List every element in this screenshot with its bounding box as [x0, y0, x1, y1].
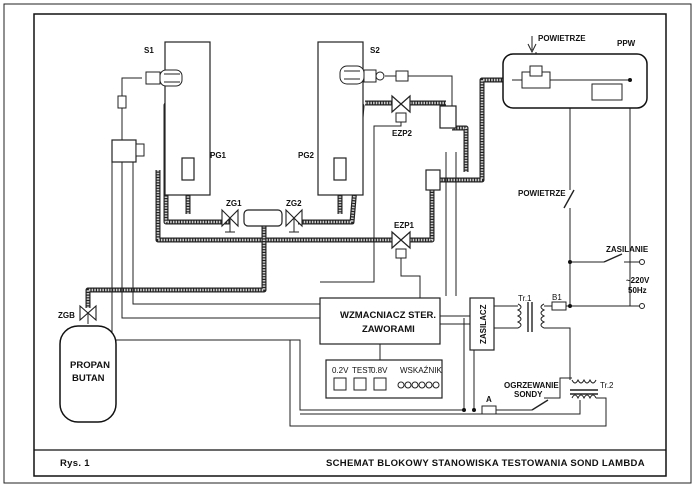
label-s2: S2 [370, 46, 380, 55]
valve-zg1 [221, 208, 239, 233]
burner-pg2 [333, 157, 347, 181]
label-butan: BUTAN [72, 373, 105, 384]
diagram-title: SCHEMAT BLOKOWY STANOWISKA TESTOWANIA SO… [326, 458, 645, 469]
fuse-b1 [551, 301, 567, 311]
power-supply [469, 297, 495, 351]
label-panel-02v: 0.2V [332, 366, 349, 375]
left-connector-block [111, 139, 137, 163]
valve-zgb [79, 304, 97, 324]
transformer-tr2 [570, 378, 598, 400]
lambda-probe-s1 [117, 69, 183, 109]
label-zgb: ZGB [58, 311, 75, 320]
transformer-tr1 [516, 302, 546, 332]
gas-manifold [243, 209, 283, 227]
label-frequency: 50Hz [628, 286, 647, 295]
label-pg1: PG1 [210, 151, 227, 160]
label-zg2: ZG2 [286, 199, 302, 208]
heater-switch [531, 399, 549, 411]
label-tr1: Tr.1 [518, 294, 532, 303]
label-wzmacniacz-1: WZMACNIACZ STER. [340, 310, 436, 321]
label-wzmacniacz-2: ZAWORAMI [362, 324, 415, 335]
lambda-probe-s2 [339, 65, 409, 85]
solenoid-valve-ezp2 [391, 94, 411, 123]
label-powietrze-top: POWIETRZE [538, 34, 586, 43]
label-zasilacz: ZASILACZ [479, 304, 488, 344]
indicator-panel [325, 359, 443, 399]
drawing-frame [33, 13, 667, 477]
outer-frame [3, 3, 692, 484]
label-pg2: PG2 [298, 151, 315, 160]
supply-switch [603, 253, 645, 309]
label-s1: S1 [144, 46, 154, 55]
label-panel-08v: 0.8V [371, 366, 388, 375]
ppw-chamber [502, 36, 648, 109]
air-switch [563, 189, 575, 209]
label-ezp2: EZP2 [392, 129, 413, 138]
burner-pg1 [181, 157, 195, 181]
junction-block-lower [425, 169, 441, 191]
label-ogrzewanie: OGRZEWANIE [504, 381, 559, 390]
label-tr2: Tr.2 [600, 381, 614, 390]
label-zg1: ZG1 [226, 199, 242, 208]
label-panel-test: TEST [352, 366, 373, 375]
solenoid-valve-ezp1 [391, 230, 411, 259]
propane-butane-tank [59, 325, 117, 423]
label-ezp1: EZP1 [394, 221, 415, 230]
label-b1: B1 [552, 293, 562, 302]
valve-control-amplifier [319, 297, 441, 345]
label-voltage: ~220V [626, 276, 650, 285]
valve-zg2 [285, 208, 303, 233]
junction-block-upper [439, 105, 457, 129]
fuse-a [481, 405, 497, 415]
figure-number: Rys. 1 [60, 458, 90, 469]
electrical-wiring [111, 52, 640, 427]
label-ppw: PPW [617, 39, 636, 48]
label-propan: PROPAN [70, 360, 110, 371]
label-fuse-a: A [486, 395, 492, 404]
label-powietrze-mid: POWIETRZE [518, 189, 566, 198]
label-zasilanie: ZASILANIE [606, 245, 649, 254]
label-panel-wskaznik: WSKAŹNIK [400, 366, 442, 375]
label-sondy: SONDY [514, 390, 543, 399]
